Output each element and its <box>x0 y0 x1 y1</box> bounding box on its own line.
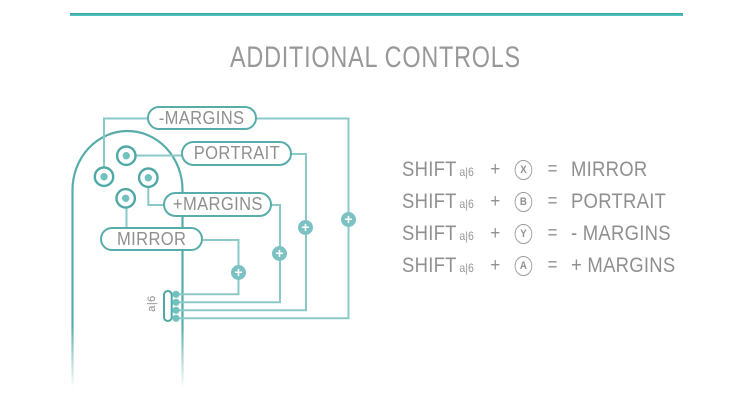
plus-sign: + <box>490 191 501 212</box>
paddle-label: a|6 <box>146 295 158 312</box>
paddle-tag: a|6 <box>459 229 474 243</box>
shift-label: SHIFT <box>402 222 457 245</box>
plus-glyph: + <box>301 219 310 235</box>
portrait-label-pill: PORTRAIT <box>181 141 292 166</box>
page-title-text: ADDITIONAL CONTROLS <box>229 41 521 74</box>
result-label: + MARGINS <box>570 254 676 277</box>
plus-combo-icon: + <box>272 246 287 261</box>
shift-label: SHIFT <box>402 190 457 213</box>
button-y-badge: Y <box>514 224 533 244</box>
result-label: PORTRAIT <box>570 190 667 213</box>
equals-sign: = <box>547 159 558 180</box>
plus-glyph: + <box>344 211 353 227</box>
button-a-icon <box>137 167 159 189</box>
paddle-wire-dots <box>172 290 180 322</box>
page-title: ADDITIONAL CONTROLS <box>0 41 750 75</box>
equals-sign: = <box>547 255 558 276</box>
paddle-tag: a|6 <box>459 261 474 275</box>
button-y-icon <box>93 166 115 188</box>
result-label: - MARGINS <box>570 222 671 245</box>
header-divider <box>70 13 683 16</box>
result-label: MIRROR <box>570 158 648 181</box>
button-x-icon <box>115 187 137 209</box>
plus-margins-label: +MARGINS <box>172 194 263 214</box>
shift-paddle <box>163 290 173 322</box>
button-b-icon <box>115 145 137 167</box>
equals-sign: = <box>547 223 558 244</box>
minus-margins-label: -MARGINS <box>159 107 245 128</box>
minus-margins-label-pill: -MARGINS <box>147 106 257 130</box>
plus-combo-icon: + <box>231 265 246 280</box>
controller-body-outline <box>71 129 184 386</box>
plus-glyph: + <box>275 245 284 261</box>
portrait-label: PORTRAIT <box>193 143 280 163</box>
plus-sign: + <box>490 159 501 180</box>
mirror-label: MIRROR <box>116 228 187 249</box>
equals-sign: = <box>547 191 558 212</box>
shift-label: SHIFT <box>402 158 457 181</box>
shift-label: SHIFT <box>402 254 457 277</box>
plus-sign: + <box>490 255 501 276</box>
button-a-badge: A <box>514 256 533 276</box>
paddle-tag: a|6 <box>459 165 474 179</box>
plus-combo-icon: + <box>341 212 356 227</box>
mirror-label-pill: MIRROR <box>100 227 203 251</box>
plus-glyph: + <box>234 264 243 280</box>
button-x-badge: X <box>514 160 533 180</box>
button-b-badge: B <box>514 192 533 212</box>
plus-combo-icon: + <box>298 220 313 235</box>
paddle-tag: a|6 <box>459 197 474 211</box>
plus-margins-label-pill: +MARGINS <box>163 192 272 217</box>
plus-sign: + <box>490 223 501 244</box>
